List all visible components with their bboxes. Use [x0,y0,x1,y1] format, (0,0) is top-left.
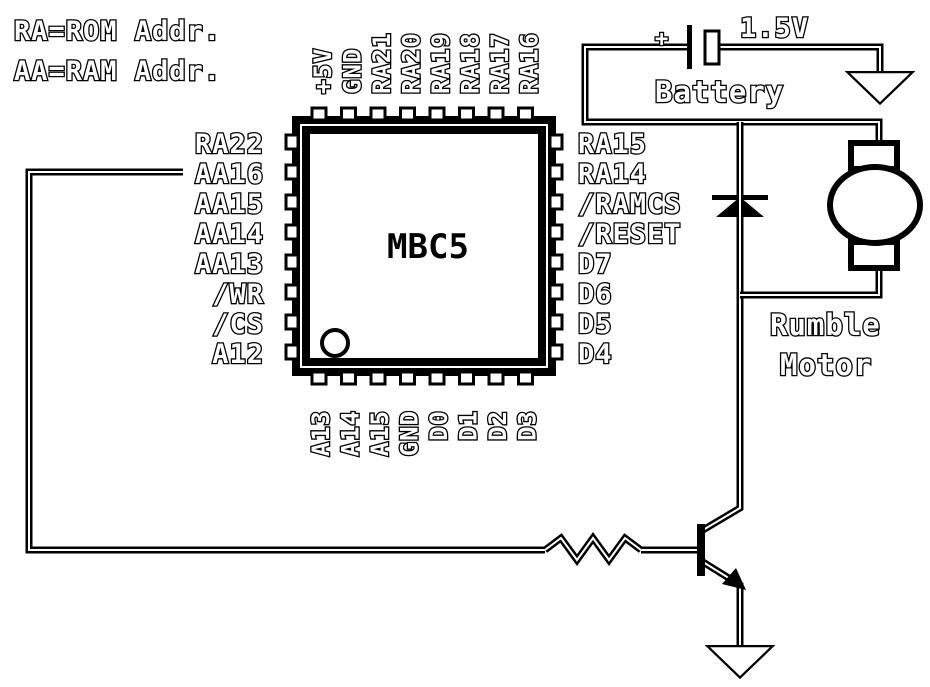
transistor-base-bar [697,524,705,576]
pin-label-top: GND [339,48,367,94]
pin-label-right: D5 [578,309,613,340]
pin-pad-left [284,223,300,241]
pin-pad-right [548,133,564,151]
battery-long-plate [687,25,692,69]
pin-pad-bottom [458,370,475,386]
pin-pad-left [284,343,300,361]
mbc5-chip: MBC5 [284,106,564,386]
chip-name: MBC5 [387,227,469,267]
pin-label-top: +5V [309,48,337,94]
wire-vertical-bus [701,122,744,534]
pin-pad-right [548,223,564,241]
pin-label-bottom: D1 [455,410,483,441]
pin-pad-bottom [369,370,387,386]
pin-pad-top [458,106,475,122]
pin-pad-left [284,283,300,301]
pin-label-right: /RESET [578,219,682,250]
pin-label-left: RA22 [195,129,264,160]
pin-pad-left [284,313,300,331]
pin-label-right: RA15 [578,129,647,160]
pin-pad-bottom [340,370,357,386]
transistor-emitter-arrow [722,568,746,590]
pin-pad-right [548,163,564,181]
pin-pad-top [310,106,328,122]
pin-pad-right [548,193,564,211]
legend-ram: AA=RAM Addr. [14,56,221,87]
pin-label-top: RA20 [398,32,426,94]
battery-symbol: + 1.5V Battery [654,12,810,111]
resistor [542,532,644,566]
pin-label-right: D7 [578,249,613,280]
pin-pad-right [548,253,564,271]
pin-pad-top [340,106,357,122]
pin-label-left: A12 [212,339,264,370]
chip-pin-pads [284,106,564,386]
pin-pad-right [548,283,564,301]
pin-label-bottom: A15 [366,410,394,456]
pin-label-bottom: GND [396,410,424,456]
pin-pad-top [428,106,446,122]
pin-pad-bottom [428,370,446,386]
pin-label-left: /CS [212,309,264,340]
pin-label-left: AA13 [195,249,264,280]
pin-label-right: D4 [578,339,613,370]
pin-pad-right [548,343,564,361]
chip-pin1-marker [320,328,350,358]
battery-polarity: + [655,27,669,52]
pin-label-right: D6 [578,279,613,310]
pin-label-left: AA16 [195,159,264,190]
pin-label-bottom: A14 [337,410,365,456]
wire-battery-minus [718,43,884,74]
chip-outline [292,116,556,376]
diode-icon [712,160,768,240]
pin-pad-top [517,106,534,122]
battery-voltage: 1.5V [740,13,809,44]
pin-label-right: /RAMCS [578,189,682,220]
pin-label-top: RA19 [427,32,455,94]
pin-pad-bottom [399,370,416,386]
pin-label-bottom: D2 [484,410,512,441]
pin-label-left: AA15 [195,189,264,220]
pin-label-left: AA14 [195,219,264,250]
pin-pad-left [284,163,300,181]
chip-body [302,126,546,366]
transistor-icon [697,524,746,590]
ground-icon-transistor [704,645,776,680]
legend-rom: RA=ROM Addr. [14,16,221,47]
pin-pad-left [284,193,300,211]
battery-label: Battery [655,75,784,109]
ground-icon-battery [844,71,916,106]
pin-label-bottom: D0 [425,410,453,441]
motor-label-2: Motor [780,348,872,382]
pin-pad-top [487,106,505,122]
pin-label-left: /WR [212,279,264,310]
pin-pad-top [399,106,416,122]
pin-label-top: RA16 [516,32,544,94]
battery-short-plate [703,29,721,66]
pin-pad-right [548,313,564,331]
pin-label-top: RA18 [457,32,485,94]
pin-label-top: RA17 [486,32,514,94]
pin-pad-left [284,133,300,151]
pin-pad-bottom [310,370,328,386]
pin-pad-bottom [517,370,534,386]
motor-body [827,164,923,246]
pin-pad-left [284,253,300,271]
pin-label-bottom: D3 [514,410,542,441]
pin-label-bottom: A13 [307,410,335,456]
pin-label-top: RA21 [368,32,396,94]
wire-motor-bottom [740,268,883,299]
pin-pad-top [369,106,387,122]
pin-label-right: RA14 [578,159,647,190]
motor-icon [827,140,923,271]
pin-pad-bottom [487,370,505,386]
motor-label-1: Rumble [770,308,881,342]
